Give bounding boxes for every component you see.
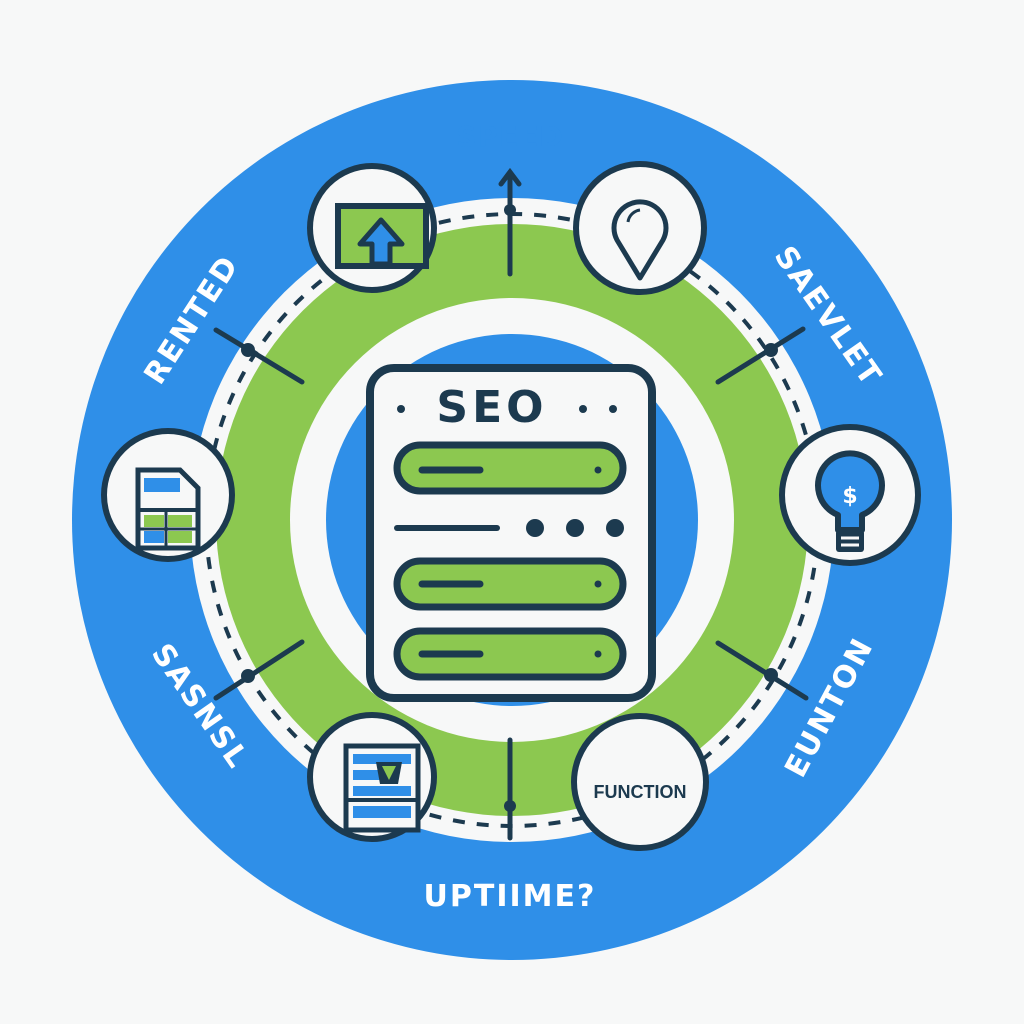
pin-highlight (626, 208, 641, 223)
tick-dot (504, 800, 516, 812)
tick-bottom-right (715, 640, 809, 701)
tick-dot (241, 343, 255, 357)
tick-markers (213, 167, 809, 841)
seo-card: SEO (366, 364, 656, 702)
seo-bar-2[interactable] (393, 557, 627, 611)
tick-bottom-left (213, 639, 305, 701)
document-list-icon (343, 743, 421, 833)
label-uptime: UPTIIME? (424, 879, 597, 914)
spreadsheet-icon (135, 467, 201, 551)
seo-bar-3[interactable] (393, 627, 627, 681)
dot (579, 405, 587, 413)
tick-top-right (715, 326, 806, 385)
tick-top-left (213, 327, 305, 385)
tick-dot (241, 669, 255, 683)
seo-title: SEO (436, 382, 547, 433)
tick-dot (504, 204, 516, 216)
home-upload-icon (335, 203, 429, 269)
tick-dot (764, 343, 778, 357)
dot (609, 405, 617, 413)
icon-node-bottom-right[interactable] (571, 713, 709, 851)
arrow-up-icon (498, 167, 522, 187)
svg-text:$: $ (842, 484, 857, 509)
label-speed: SPEED (456, 120, 563, 153)
seo-bar-1[interactable] (393, 441, 627, 495)
lightbulb-dollar-icon: $ (815, 450, 885, 552)
function-label: FUNCTION (594, 782, 687, 802)
seo-bars (393, 441, 627, 681)
dot (397, 405, 405, 413)
tick-dot (764, 668, 778, 682)
